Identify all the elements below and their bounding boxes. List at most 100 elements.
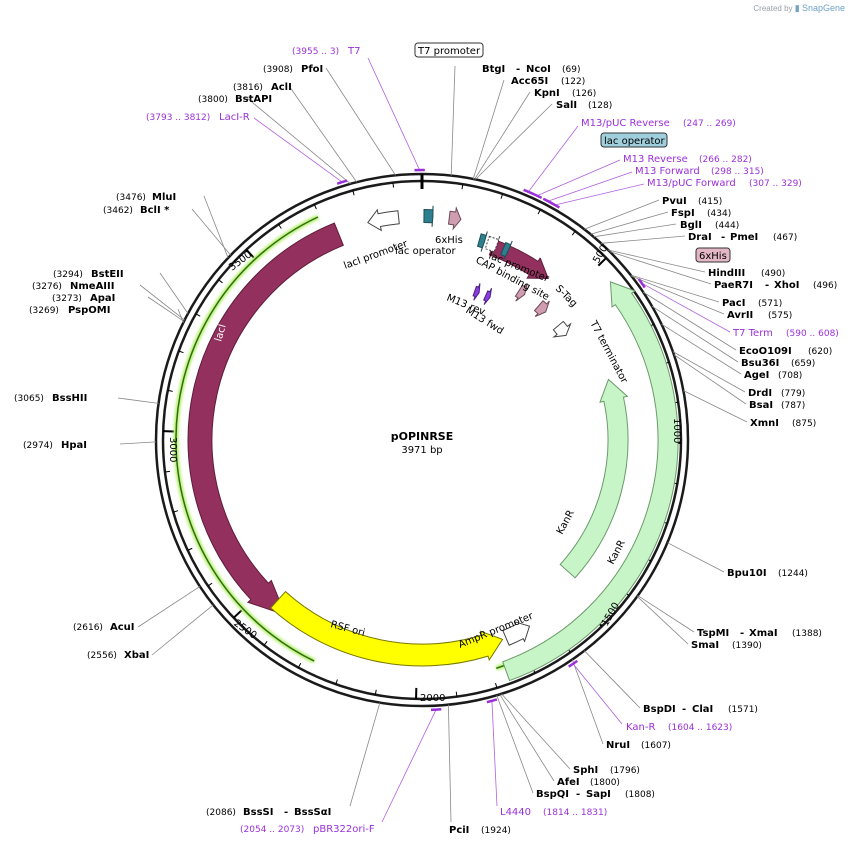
primer-m13-reverse[interactable]: M13 Reverse(266 .. 282): [623, 154, 752, 165]
site-drai-pmei[interactable]: DraI-PmeI(467): [688, 232, 797, 243]
lac-operator-right-a[interactable]: [476, 231, 488, 252]
site-bsai[interactable]: BsaI(787): [749, 400, 805, 411]
site-hindiii[interactable]: HindIII(490): [708, 268, 785, 279]
site-mlui[interactable]: (3476)MluI: [116, 192, 176, 203]
site-pvui[interactable]: PvuI(415): [662, 196, 722, 207]
m13-rev-primer-feature[interactable]: [472, 283, 481, 301]
primer-t7[interactable]: (3955 .. 3)T7: [292, 46, 360, 57]
site-pos: (3065): [14, 394, 44, 404]
primer-m13-puc-reverse[interactable]: M13/pUC Reverse(247 .. 269): [581, 118, 736, 129]
site-hpai[interactable]: (2974)HpaI: [23, 440, 87, 451]
site-acc65i[interactable]: Acc65I(122): [511, 76, 585, 87]
site-smai[interactable]: SmaI(1390): [691, 640, 762, 651]
primer-l4440[interactable]: L4440(1814 .. 1831): [500, 807, 607, 818]
leader-line: [139, 284, 185, 321]
site-bsshii[interactable]: (3065)BssHII: [14, 393, 87, 404]
site-bpu10i[interactable]: Bpu10I(1244): [727, 568, 808, 579]
lacI-feature[interactable]: [187, 222, 344, 616]
site-apai[interactable]: (3273)ApaI: [52, 293, 115, 304]
tick-minor: [187, 547, 193, 551]
site-xmni[interactable]: XmnI(875): [750, 418, 816, 429]
primer-laci-r[interactable]: (3793 .. 3812)LacI-R: [146, 112, 250, 123]
site-name: BspDI: [643, 704, 676, 715]
site-acli[interactable]: (3816)AclI: [233, 82, 292, 93]
leader-line: [683, 390, 748, 423]
site-tspmi-xmai[interactable]: TspMI-XmaI(1388): [697, 628, 822, 639]
s-tag-feature[interactable]: [533, 300, 550, 317]
site-bspqi-sapi[interactable]: BspQI-SapI(1808): [536, 789, 655, 800]
site-bcli[interactable]: (3462)BclI *: [103, 205, 170, 216]
site-fspi[interactable]: FspI(434): [671, 208, 731, 219]
primer-pbr322ori-f[interactable]: (2054 .. 2073)pBR322ori-F: [240, 824, 375, 835]
lac-operator-right-b[interactable]: [500, 240, 513, 261]
primer-binding-mark: [486, 698, 498, 704]
site-pos: (659): [791, 359, 815, 369]
his-tag-right[interactable]: [514, 283, 528, 302]
site-acui[interactable]: (2616)AcuI: [73, 622, 135, 633]
site-pos: (1808): [625, 790, 655, 800]
site-name: HpaI: [61, 440, 87, 451]
site-nrui[interactable]: NruI(1607): [606, 740, 671, 751]
boxed-label-text: T7 promoter: [417, 46, 481, 57]
site-pos: (3276): [32, 282, 62, 292]
site-afei[interactable]: AfeI(1800): [557, 777, 620, 788]
leader-line: [325, 67, 396, 176]
leader-line: [651, 305, 739, 363]
laci-promoter-feature[interactable]: [367, 208, 400, 232]
t7-terminator-feature[interactable]: [552, 320, 572, 338]
site-name: SalI: [556, 100, 577, 111]
site-pcii[interactable]: PciI(1924): [449, 825, 511, 836]
site-nmeaiii[interactable]: (3276)NmeAIII: [32, 281, 114, 292]
lac-operator-left[interactable]: [423, 205, 434, 227]
site-paer7i-xhoi[interactable]: PaeR7I-XhoI(496): [714, 280, 837, 291]
site-pspomi[interactable]: (3269)PspOMI: [29, 305, 110, 316]
plasmid-size: 3971 bp: [401, 445, 442, 456]
kanr-inner-label: KanR: [555, 508, 577, 536]
site-sep: -: [284, 807, 288, 818]
site-sphi[interactable]: SphI(1796): [573, 765, 640, 776]
site-kpni[interactable]: KpnI(126): [534, 88, 596, 99]
site-paci[interactable]: PacI(571): [722, 298, 782, 309]
m13-fwd-primer-feature[interactable]: [483, 287, 493, 305]
site-bspdi-clai[interactable]: BspDI-ClaI(1571): [643, 704, 758, 715]
primer-m13-puc-forward[interactable]: M13/pUC Forward(307 .. 329): [647, 178, 802, 189]
primer-t7-term[interactable]: T7 Term(590 .. 608): [732, 328, 839, 339]
his-tag-left[interactable]: [447, 206, 462, 231]
rsf-ori-feature[interactable]: [270, 590, 504, 667]
leader-line: [642, 291, 737, 351]
site-bsssi-bsssai[interactable]: (2086)BssSI-BssSαI: [206, 807, 331, 818]
site-avrii[interactable]: AvrII(575): [727, 310, 792, 321]
site-ecoo109i[interactable]: EcoO109I(620): [739, 346, 832, 357]
site-bstapi[interactable]: (3800)BstAPI: [198, 94, 272, 105]
site-agei[interactable]: AgeI(708): [744, 370, 802, 381]
kanr-outer-feature[interactable]: [502, 281, 679, 682]
primer-leader: [547, 171, 633, 202]
site-bgli[interactable]: BglI(444): [680, 220, 739, 231]
site-pfoi[interactable]: (3908)PfoI: [263, 64, 323, 75]
leader-line: [137, 586, 201, 628]
boxed-label-lac-operator[interactable]: lac operator: [600, 132, 668, 148]
primer-binding-mark: [523, 188, 534, 196]
ampr-promoter-feature[interactable]: [502, 620, 531, 646]
tick-minor: [313, 204, 317, 210]
boxed-label-t7-promoter[interactable]: T7 promoter: [414, 42, 484, 58]
primer-m13-forward[interactable]: M13 Forward(298 .. 315): [635, 166, 764, 177]
site-pos: (875): [792, 419, 816, 429]
boxed-label-6xhis[interactable]: 6xHis: [695, 247, 731, 263]
primer-name: M13/pUC Reverse: [581, 118, 670, 129]
tick-minor: [352, 190, 355, 196]
primer-kan-r[interactable]: Kan-R(1604 .. 1623): [626, 722, 732, 733]
site-btgi-ncoi[interactable]: BtgI-NcoI(69): [482, 64, 580, 75]
primer-binding-mark: [336, 179, 348, 185]
leader-line: [584, 650, 641, 709]
site-bsteii[interactable]: (3294)BstEII: [53, 269, 124, 280]
cap-binding-site[interactable]: [484, 235, 501, 256]
site-bsu36i[interactable]: Bsu36I(659): [741, 358, 815, 369]
site-drdi[interactable]: DrdI(779): [748, 388, 805, 399]
site-xbai[interactable]: (2556)XbaI: [87, 650, 149, 661]
kanr-inner-feature[interactable]: [559, 378, 629, 579]
label-box: [695, 247, 731, 263]
site-name: PvuI: [662, 196, 687, 207]
site-name: BtgI: [482, 64, 505, 75]
site-sali[interactable]: SalI(128): [556, 100, 612, 111]
